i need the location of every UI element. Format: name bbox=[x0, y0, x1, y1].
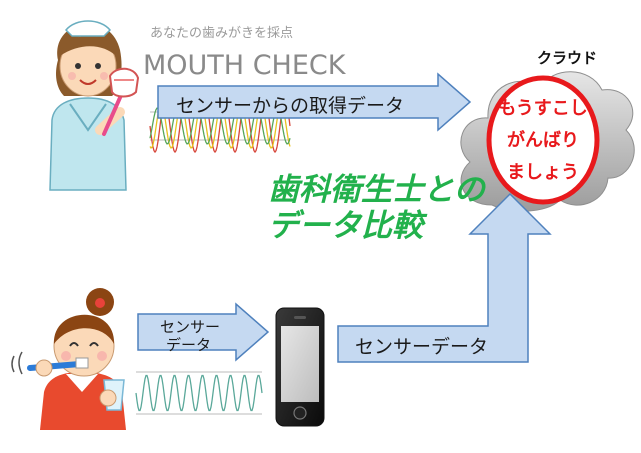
stamp-line-3: ましょう bbox=[507, 162, 579, 183]
smartphone bbox=[275, 307, 325, 427]
left-arrow bbox=[137, 302, 270, 362]
result-stamp-ring bbox=[486, 75, 600, 205]
bottom-arrow-label: センサーデータ bbox=[355, 336, 489, 358]
logo-subtitle: あなたの歯みがきを採点 bbox=[150, 26, 294, 41]
left-arrow-label-line-2: データ bbox=[166, 336, 212, 354]
bottom-arrow bbox=[337, 192, 552, 363]
logo-title: MOUTH CHECK bbox=[143, 50, 346, 81]
left-arrow-label-line-1: センサー bbox=[160, 318, 221, 336]
stamp-line-1: もうすこし bbox=[498, 98, 588, 119]
comparison-label-line-1: 歯科衛生士との bbox=[268, 172, 485, 208]
girl-brushing-illustration bbox=[11, 288, 126, 430]
comparison-label-line-2: データ比較 bbox=[268, 208, 423, 244]
stamp-line-2: がんばり bbox=[507, 130, 579, 151]
girl-sensor-waveform bbox=[135, 371, 263, 415]
dental-hygienist-illustration bbox=[49, 20, 140, 191]
top-arrow-label: センサーからの取得データ bbox=[176, 95, 405, 117]
top-arrow bbox=[157, 72, 472, 132]
cloud-label: クラウド bbox=[537, 49, 598, 67]
